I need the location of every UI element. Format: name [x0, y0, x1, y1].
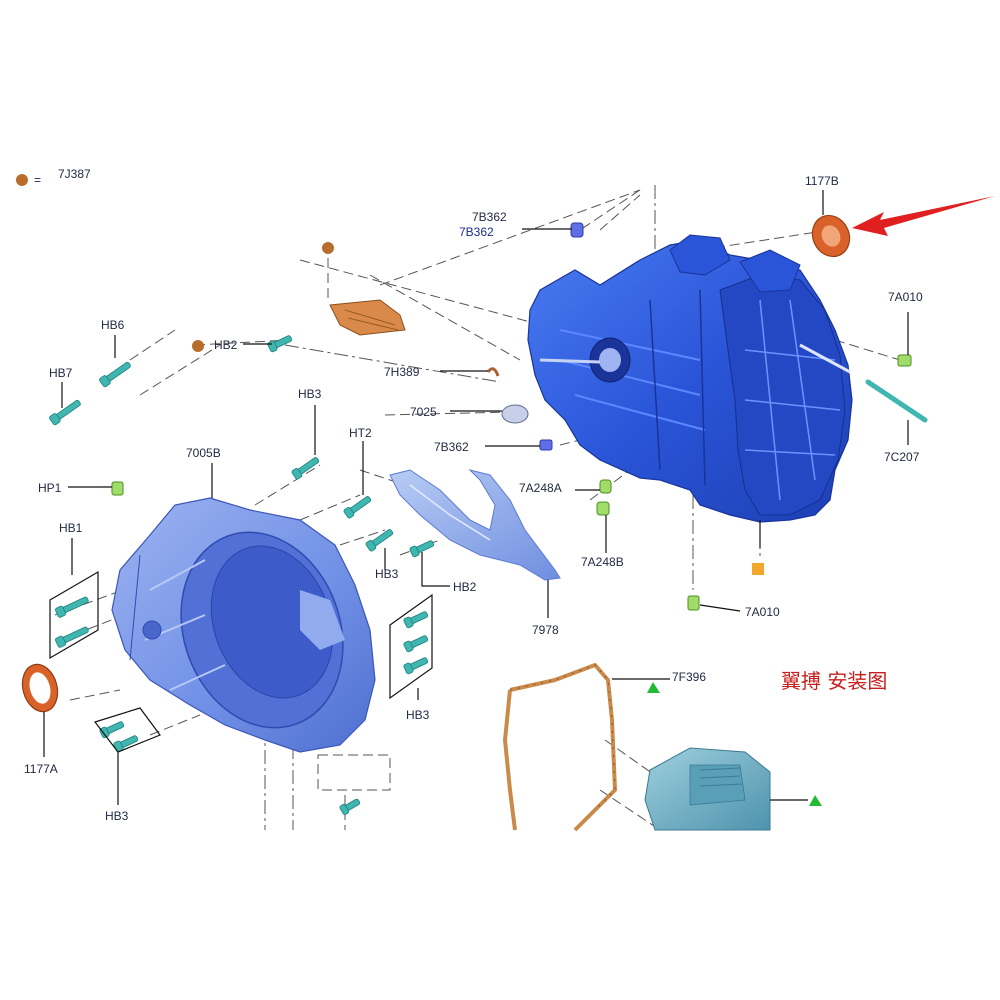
label-HT2: HT2 [349, 426, 372, 440]
legend-code: 7J387 [58, 167, 91, 181]
seal-1177B [811, 214, 851, 258]
label-HP1: HP1 [38, 481, 62, 495]
legend-equals: = [34, 173, 41, 187]
gasket-7F396 [503, 663, 617, 832]
seal-1177A [21, 663, 59, 713]
shift-fork-7978 [389, 469, 561, 581]
small-parts [111, 222, 928, 806]
label-1177A: 1177A [24, 762, 58, 776]
label-7C207: 7C207 [884, 450, 920, 464]
label-HB3-bottom: HB3 [105, 809, 129, 823]
label-7H389: 7H389 [384, 365, 420, 379]
legend: = 7J387 [16, 167, 91, 187]
bolts [49, 335, 435, 815]
label-HB2-top: HB2 [214, 338, 238, 352]
label-HB6: HB6 [101, 318, 125, 332]
label-7A248A: 7A248A [519, 481, 562, 495]
label-HB3-mid: HB3 [375, 567, 399, 581]
label-7A010-bottom: 7A010 [745, 605, 780, 619]
label-7B362-ghost: 7B362 [459, 225, 494, 239]
label-HB3-right: HB3 [406, 708, 430, 722]
label-7A248B: 7A248B [581, 555, 624, 569]
leader-lines [43, 190, 909, 805]
transmission-case [527, 234, 853, 523]
label-7B362-top: 7B362 [472, 210, 507, 224]
label-HB2-mid: HB2 [453, 580, 477, 594]
label-7025: 7025 [410, 405, 437, 419]
oil-pan [644, 747, 771, 831]
label-7F396: 7F396 [672, 670, 706, 684]
label-7B362-mid: 7B362 [434, 440, 469, 454]
part-labels: 1177B 7B362 7B362 7A010 7C207 7H389 7025… [24, 174, 923, 823]
label-7A010-right: 7A010 [888, 290, 923, 304]
label-HB3-top: HB3 [298, 387, 322, 401]
label-7978: 7978 [532, 623, 559, 637]
label-HB7: HB7 [49, 366, 73, 380]
clutch-housing-7005B [111, 497, 376, 753]
caption: 翼搏 安装图 [781, 669, 887, 693]
label-HB1: HB1 [59, 521, 83, 535]
label-1177B: 1177B [805, 174, 839, 188]
label-7005B: 7005B [186, 446, 221, 460]
red-pointer-arrow [852, 196, 995, 236]
legend-dot [16, 174, 28, 186]
